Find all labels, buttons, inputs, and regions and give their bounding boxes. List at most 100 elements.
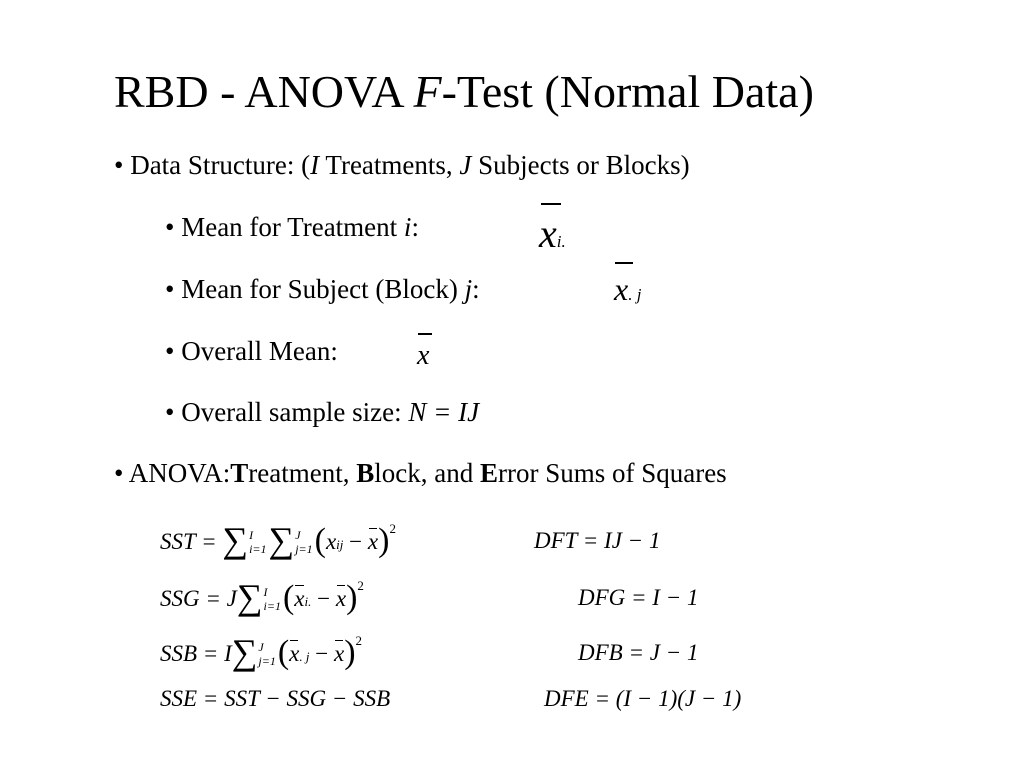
formula-dfb: DFB = J − 1 [578, 638, 698, 668]
xbar-overline [615, 262, 633, 264]
bullet-colon: : [472, 274, 480, 304]
formula-df: DFE = (I − 1)(J − 1) [544, 686, 742, 711]
sample-size-equation: N = IJ [408, 397, 480, 427]
paren-close: ) [346, 579, 358, 616]
var-j: j [464, 274, 473, 304]
symbol-x: x [417, 340, 430, 371]
bullet-marker: • [165, 336, 175, 366]
formula-xbar: x [336, 584, 346, 614]
limit-bottom: i=1 [249, 541, 267, 556]
symbol-subscript: i. [556, 232, 566, 251]
bullet-text: Mean for Treatment [181, 212, 404, 242]
bullet-anova: • ANOVA:Treatment, Block, and Error Sums… [114, 456, 727, 490]
formula-x: x [289, 639, 299, 669]
bullet-text: ANOVA: [128, 458, 231, 488]
sigma-symbol: ∑ [236, 577, 263, 617]
bullet-mean-subject: • Mean for Subject (Block) j: [165, 272, 480, 306]
formula-xbar: x [334, 639, 344, 669]
bold-e: E [479, 458, 498, 488]
formula-minus: − [309, 641, 334, 666]
xbar-overline [418, 333, 432, 335]
formula-lhs: SSB = I [160, 641, 232, 666]
formula-minus: − [343, 529, 368, 554]
sigma-symbol: ∑ [268, 520, 295, 560]
bullet-text: Subjects or Blocks) [471, 150, 690, 180]
var-j: J [459, 150, 472, 180]
limit-top: I [263, 584, 268, 599]
formula-df: DFB = J − 1 [578, 640, 699, 665]
bullet-text: Treatments, [319, 150, 460, 180]
formula-dfg: DFG = I − 1 [578, 583, 698, 613]
var-i: i [403, 212, 412, 242]
bullet-marker: • [165, 212, 175, 242]
paren-open: ( [277, 634, 290, 671]
bullet-marker: • [165, 274, 175, 304]
formula-x: x [325, 529, 337, 554]
bullet-marker: • [114, 150, 124, 180]
paren-open: ( [282, 579, 295, 616]
symbol-x: x [539, 211, 557, 256]
sigma-symbol: ∑ [222, 520, 249, 560]
formula-df: DFG = I − 1 [578, 585, 699, 610]
bullet-text: rror Sums of Squares [497, 458, 727, 488]
bullet-text: Overall Mean: [181, 336, 338, 366]
formula-xbar: x [368, 527, 378, 557]
sigma-symbol: ∑ [231, 632, 258, 672]
bullet-text: Overall sample size: [181, 397, 409, 427]
symbol-x-dot-j: x. j [614, 271, 641, 313]
bold-t: T [230, 458, 249, 488]
title-text-2: -Test (Normal Data) [441, 66, 814, 117]
formula-dft: DFT = IJ − 1 [534, 526, 660, 556]
paren-close: ) [378, 522, 390, 559]
bullet-overall-mean: • Overall Mean: [165, 334, 338, 368]
bold-b: B [356, 458, 375, 488]
symbol-subscript: . j [628, 285, 642, 304]
limit-bottom: j=1 [295, 541, 313, 556]
limit-bottom: j=1 [258, 653, 276, 668]
formula-minus: − [311, 586, 336, 611]
formula-square: 2 [357, 578, 364, 593]
bullet-colon: : [411, 212, 419, 242]
formula-df: DFT = IJ − 1 [534, 528, 661, 553]
bullet-data-structure: • Data Structure: (I Treatments, J Subje… [114, 148, 690, 182]
title-text-1: RBD - ANOVA [114, 66, 414, 117]
bullet-marker: • [165, 397, 175, 427]
xbar-overline [541, 203, 561, 205]
bullet-text: reatment, [248, 458, 357, 488]
paren-close: ) [344, 634, 356, 671]
bullet-text: lock, and [374, 458, 480, 488]
formula-sse: SSE = SST − SSG − SSB [160, 684, 390, 714]
limit-top: J [258, 639, 264, 654]
bullet-sample-size: • Overall sample size: N = IJ [165, 395, 479, 429]
symbol-x: x [614, 271, 629, 307]
bullet-text: Mean for Subject (Block) [181, 274, 465, 304]
var-i: I [310, 150, 320, 180]
formula-square: 2 [355, 633, 363, 648]
formula-subscript: . j [299, 649, 310, 664]
formula-subscript: i. [304, 594, 312, 609]
limit-top: J [295, 527, 301, 542]
formula-square: 2 [389, 521, 396, 536]
formula-lhs: SSE = SST − SSG − SSB [160, 686, 391, 711]
title-italic-f: F [413, 66, 442, 117]
bullet-marker: • [114, 458, 124, 488]
bullet-mean-treatment: • Mean for Treatment i: [165, 210, 419, 244]
formula-subscript: ij [336, 537, 344, 552]
bullet-text: Data Structure: ( [130, 150, 311, 180]
slide-title: RBD - ANOVA F-Test (Normal Data) [114, 64, 814, 120]
limit-bottom: i=1 [263, 598, 281, 613]
formula-x: x [294, 584, 305, 614]
paren-open: ( [314, 522, 326, 559]
formula-lhs: SST = [160, 529, 223, 554]
symbol-x-bar: x [417, 340, 429, 372]
formula-dfe: DFE = (I − 1)(J − 1) [544, 684, 741, 714]
limit-top: I [249, 527, 254, 542]
